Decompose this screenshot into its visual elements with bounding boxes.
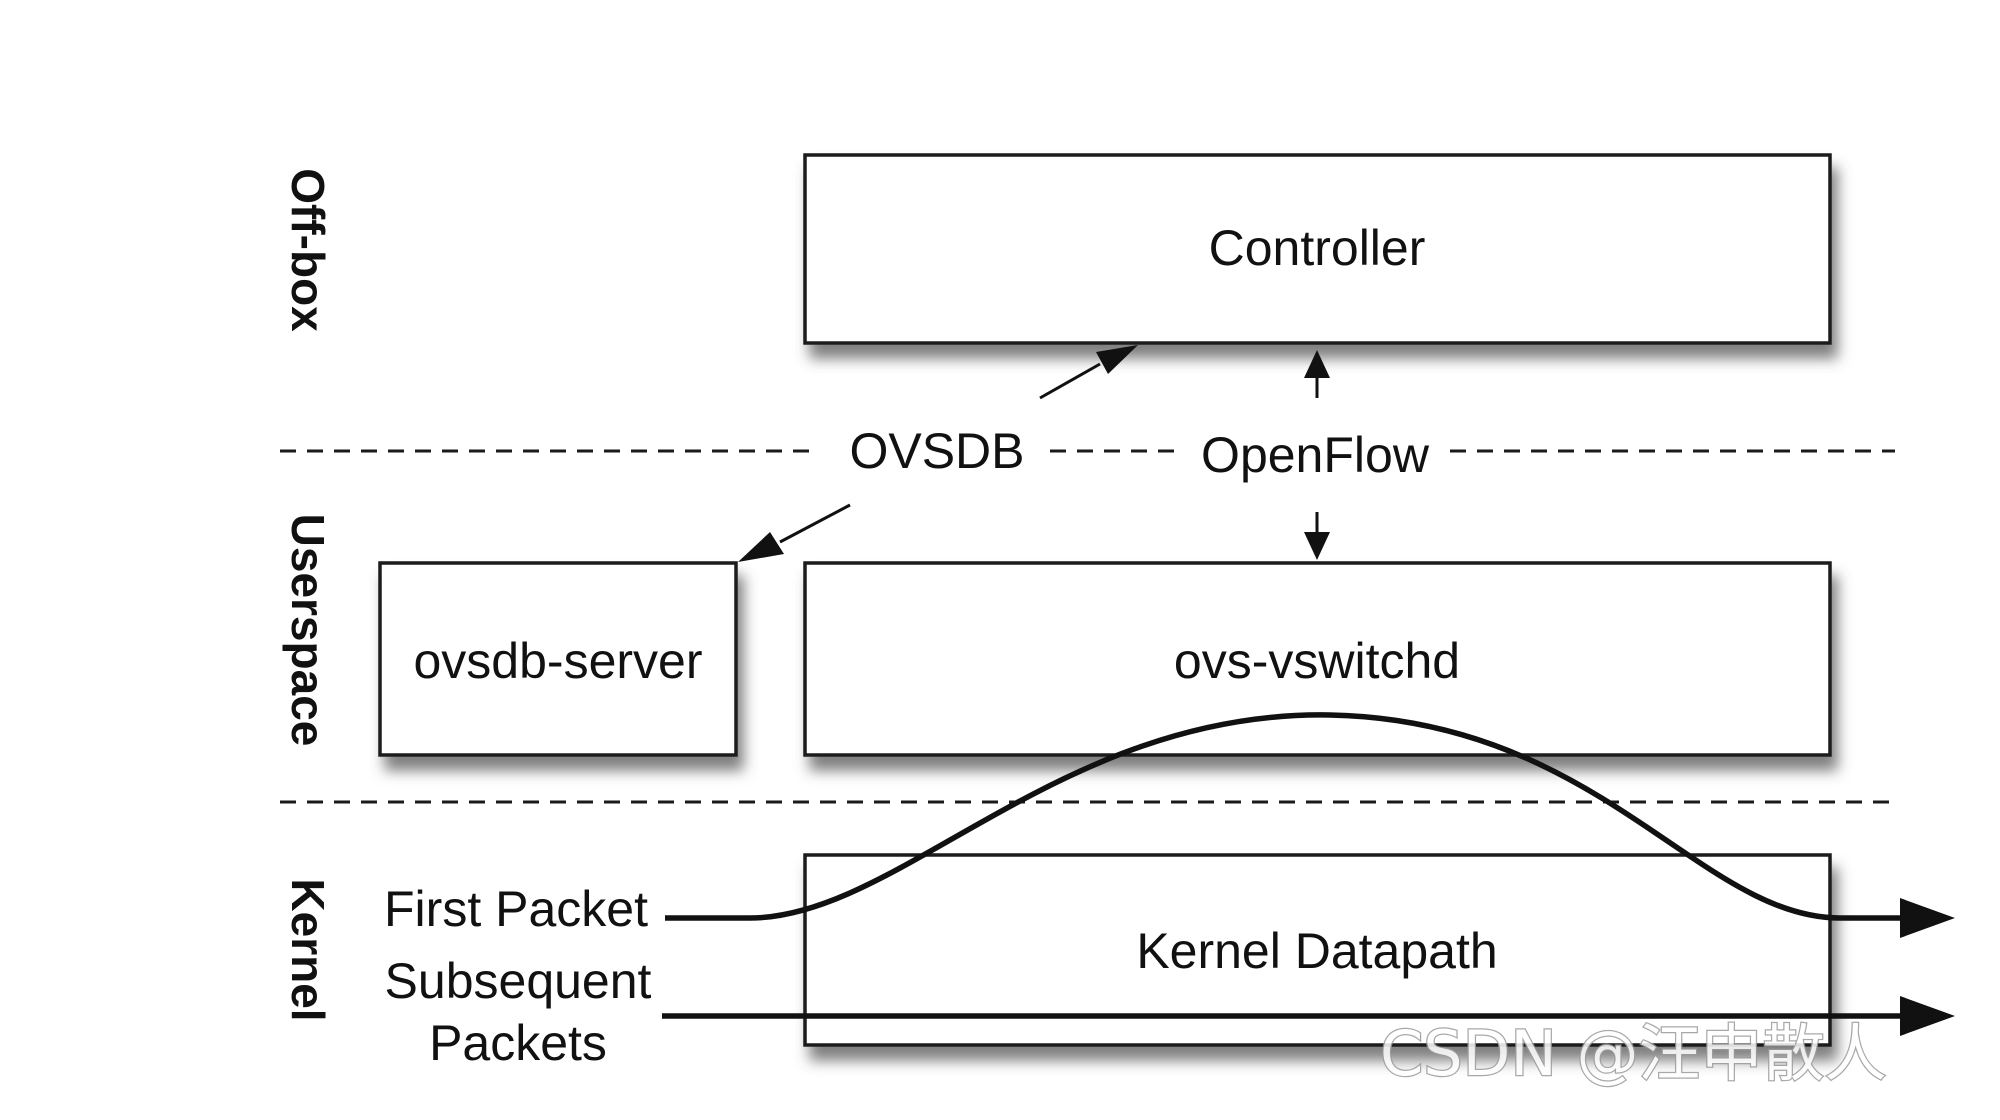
- ovs-vswitchd-box: ovs-vswitchd: [803, 561, 1832, 757]
- ovsdb-label: OVSDB: [849, 423, 1024, 479]
- layer-label-kernel: Kernel: [282, 878, 334, 1021]
- ovsdb-arrow-to-controller: [1039, 345, 1138, 400]
- first-packet-label: First Packet: [384, 881, 648, 937]
- kernel-datapath-label: Kernel Datapath: [1136, 923, 1497, 979]
- subsequent-packets-label-line2: Packets: [429, 1015, 607, 1071]
- subsequent-packets-label-line1: Subsequent: [385, 953, 652, 1009]
- subsequent-packets-path: [662, 996, 1955, 1036]
- ovsdb-arrow-to-server: [738, 503, 851, 562]
- first-packet-path: [665, 712, 1955, 938]
- ovs-vswitchd-label: ovs-vswitchd: [1174, 633, 1460, 689]
- layer-label-offbox: Off-box: [282, 168, 334, 332]
- openflow-arrow-down: [1304, 512, 1330, 560]
- openflow-arrow-up: [1304, 350, 1330, 398]
- layer-label-userspace: Userspace: [282, 514, 334, 747]
- ovsdb-server-box: ovsdb-server: [378, 561, 738, 757]
- controller-box: Controller: [803, 153, 1832, 345]
- controller-label: Controller: [1209, 220, 1426, 276]
- ovsdb-server-label: ovsdb-server: [414, 633, 703, 689]
- openflow-label: OpenFlow: [1201, 427, 1430, 483]
- csdn-watermark: CSDN @汪申散人: [1380, 1017, 1886, 1090]
